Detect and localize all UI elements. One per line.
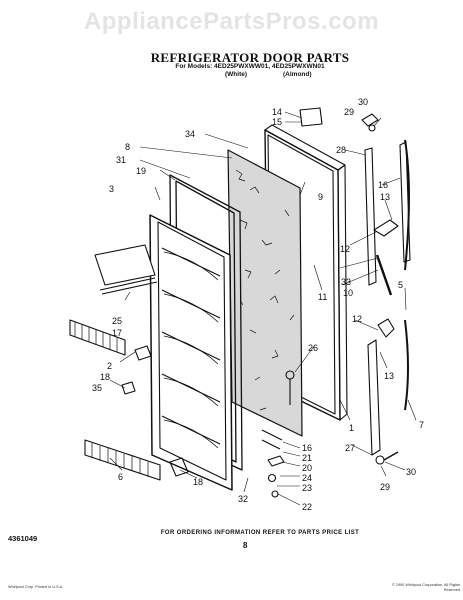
callout-31: 31 bbox=[116, 155, 126, 165]
callout-3: 3 bbox=[109, 184, 114, 194]
door-insulation-panel bbox=[227, 149, 303, 437]
callout-24: 24 bbox=[302, 473, 312, 483]
door-rack-upper bbox=[69, 319, 126, 356]
callout-26: 26 bbox=[308, 343, 318, 353]
document-number: 4361049 bbox=[8, 534, 38, 543]
watermark: AppliancePartsPros.com bbox=[83, 8, 380, 35]
callout-16-upper: 16 bbox=[378, 180, 388, 190]
callout-14: 14 bbox=[272, 107, 282, 117]
door-rack-lower bbox=[84, 439, 161, 481]
callout-22: 22 bbox=[302, 502, 312, 512]
callout-17: 17 bbox=[112, 328, 122, 338]
callout-18-upper: 18 bbox=[100, 372, 110, 382]
callout-8: 8 bbox=[125, 142, 130, 152]
callout-10: 10 bbox=[343, 288, 353, 298]
page-number: 8 bbox=[243, 541, 248, 550]
callout-13-upper: 13 bbox=[380, 192, 390, 202]
right-trim-strip bbox=[364, 139, 411, 296]
door-bin-upper bbox=[94, 244, 158, 295]
callout-33: 33 bbox=[341, 277, 351, 287]
callout-18-lower: 18 bbox=[193, 477, 203, 487]
callout-27: 27 bbox=[345, 443, 355, 453]
callout-19: 19 bbox=[136, 166, 146, 176]
callout-20: 20 bbox=[302, 463, 312, 473]
bin-end-caps bbox=[121, 345, 189, 477]
callout-30: 30 bbox=[358, 97, 368, 107]
callout-labels: 14 15 29 30 34 8 28 31 19 9 3 16 13 12 1… bbox=[92, 97, 424, 512]
inner-door-liner bbox=[149, 214, 233, 491]
callout-15: 15 bbox=[272, 117, 282, 127]
callout-2: 2 bbox=[107, 361, 112, 371]
bottom-hinge-hardware bbox=[261, 370, 399, 498]
lower-handle-trim bbox=[367, 318, 409, 456]
callout-12-upper: 12 bbox=[340, 244, 350, 254]
callout-29: 29 bbox=[344, 107, 354, 117]
diagram-artwork bbox=[69, 107, 417, 506]
callout-25: 25 bbox=[112, 316, 122, 326]
callout-35: 35 bbox=[92, 383, 102, 393]
finish-white-label: (White) bbox=[225, 71, 248, 78]
top-hinge-cover bbox=[299, 107, 379, 132]
callout-29-lower: 29 bbox=[380, 482, 390, 492]
callout-32: 32 bbox=[238, 494, 248, 504]
callout-21: 21 bbox=[302, 453, 312, 463]
models-line: For Models: 4ED25PWXWW01, 4ED25PWXWN01 bbox=[175, 63, 325, 70]
callout-30-lower: 30 bbox=[406, 467, 416, 477]
callout-9: 9 bbox=[318, 192, 323, 202]
callout-34: 34 bbox=[185, 129, 195, 139]
callout-6: 6 bbox=[118, 472, 123, 482]
callout-16-lower: 16 bbox=[302, 443, 312, 453]
finish-almond-label: (Almond) bbox=[283, 71, 312, 78]
callout-1: 1 bbox=[349, 423, 354, 433]
callout-28: 28 bbox=[336, 145, 346, 155]
fineprint-left: Whirlpool Corp. Printed in U.S.A. bbox=[8, 585, 64, 589]
ordering-info-note: FOR ORDERING INFORMATION REFER TO PARTS … bbox=[160, 530, 360, 536]
callout-23: 23 bbox=[302, 483, 312, 493]
callout-11: 11 bbox=[318, 292, 327, 302]
callout-12-lower: 12 bbox=[352, 314, 362, 324]
callout-5: 5 bbox=[398, 280, 403, 290]
callout-7: 7 bbox=[419, 420, 424, 430]
callout-13-lower: 13 bbox=[384, 371, 394, 381]
callout-leader-lines bbox=[109, 111, 417, 506]
fineprint-right: © 1990 Whirlpool Corporation. All Rights… bbox=[391, 583, 460, 592]
page-title: REFRIGERATOR DOOR PARTS bbox=[150, 50, 350, 65]
